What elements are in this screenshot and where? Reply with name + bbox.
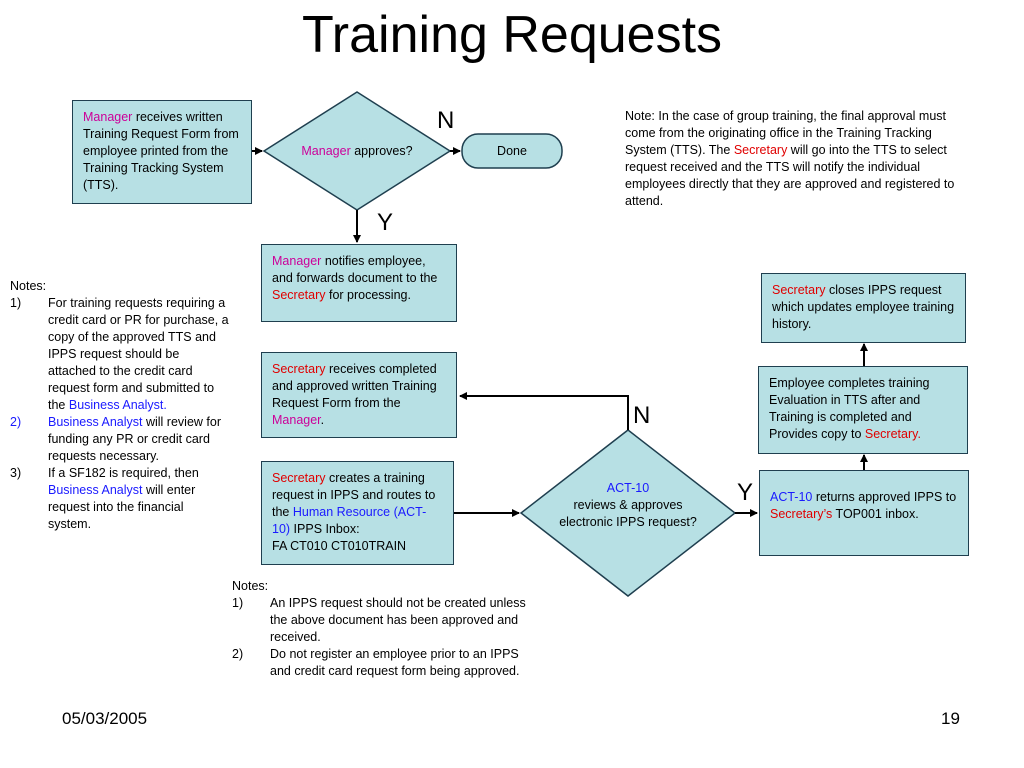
secretary-creates-request-box: Secretary creates a training request in … — [261, 461, 454, 565]
role-manager: Manager — [272, 413, 321, 427]
box3-text-2: . — [320, 413, 325, 427]
role-manager: Manager — [83, 110, 133, 124]
role-secretary: Secretary. — [864, 427, 921, 441]
note-number: 2) — [232, 647, 244, 661]
role-secretary: Secretary — [272, 362, 326, 376]
footer-page-number: 19 — [941, 709, 960, 728]
business-analyst: Business Analyst. — [68, 398, 167, 412]
footer-date: 05/03/2005 — [62, 709, 148, 728]
secretary-closes-box: Secretary closes IPPS request which upda… — [761, 273, 966, 343]
left-notes-heading: Notes: — [10, 279, 47, 293]
human-resource-act10: Human Resource (ACT-10) — [272, 505, 427, 536]
diamond1-text: approves? — [350, 144, 413, 158]
bottom-note-1: 1) An IPPS request should not be created … — [232, 595, 527, 646]
box3-text-1: receives completed and approved written … — [272, 362, 437, 410]
bottom-notes: Notes: 1) An IPPS request should not be c… — [232, 578, 527, 680]
left-note-2: 2) Business Analyst will review for fundi… — [10, 414, 230, 465]
note-number: 2) — [10, 415, 22, 429]
manager-receives-box: Manager receives written Training Reques… — [72, 100, 252, 204]
note-number: 1) — [232, 596, 244, 610]
box4-text-2: IPPS Inbox: — [290, 522, 360, 536]
note-number: 1) — [10, 296, 22, 310]
diamond2-text: reviews & approves electronic IPPS reque… — [559, 498, 697, 529]
note-text: will enter request into the financial sy… — [48, 483, 196, 531]
role-secretary: Secretary’s — [770, 507, 833, 521]
role-secretary: Secretary — [272, 471, 326, 485]
role-secretary: Secretary — [272, 288, 326, 302]
arrow-diamond2-no-to-box3 — [459, 392, 629, 430]
business-analyst: Business Analyst — [48, 415, 143, 429]
done-terminal — [461, 133, 563, 169]
yes-label-1: Y — [377, 209, 394, 236]
page-title: Training Requests — [301, 6, 723, 64]
role-secretary: Secretary — [772, 283, 826, 297]
role-manager: Manager — [301, 144, 351, 158]
note-text: If a SF182 is required, then — [48, 466, 199, 480]
left-note-1: 1) For training requests requiring a cred… — [10, 295, 230, 414]
act10-returns-box: ACT-10 returns approved IPPS to Secretar… — [759, 470, 969, 556]
manager-notifies-box: Manager notifies employee, and forwards … — [261, 244, 457, 322]
no-label-1: N — [437, 107, 455, 134]
box2-text-1: notifies employee, and forwards document… — [272, 254, 438, 285]
note-text-1: Note: In the case of group training, the… — [625, 109, 947, 157]
box4-text-1: creates a training request in IPPS and r… — [272, 471, 436, 519]
note-text: An IPPS request should not be created un… — [270, 596, 526, 644]
yes-label-2: Y — [737, 479, 754, 506]
secretary-receives-box: Secretary receives completed and approve… — [261, 352, 457, 438]
act10-label: ACT-10 — [770, 490, 813, 504]
box6-text: Employee completes training Evaluation i… — [769, 376, 930, 441]
diamond2-label: ACT-10 reviews & approves electronic IPPS… — [558, 480, 698, 531]
note-text: Do not register an employee prior to an … — [270, 647, 520, 678]
group-training-note: Note: In the case of group training, the… — [625, 108, 965, 210]
box2-text-2: for processing. — [325, 288, 411, 302]
note-number: 3) — [10, 466, 22, 480]
box5-text-1: returns approved IPPS to — [812, 490, 957, 504]
done-label: Done — [497, 144, 527, 158]
diamond1-label: Manager approves? — [280, 143, 434, 160]
box5-text-2: TOP001 inbox. — [832, 507, 919, 521]
act10-label: ACT-10 — [606, 481, 650, 495]
role-secretary: Secretary — [733, 143, 788, 157]
note-text-2: will go into the TTS to select request r… — [625, 143, 955, 208]
box4-inbox-codes: FA CT010 CT010TRAIN — [272, 539, 407, 553]
decision-diamond-act10 — [519, 429, 737, 597]
bottom-notes-heading: Notes: — [232, 579, 269, 593]
bottom-note-2: 2) Do not register an employee prior to a… — [232, 646, 527, 680]
employee-evaluation-box: Employee completes training Evaluation i… — [758, 366, 968, 454]
role-manager: Manager — [272, 254, 322, 268]
note-text: will review for funding any PR or credit… — [48, 415, 221, 463]
no-label-2: N — [633, 402, 651, 429]
left-note-3: 3) If a SF182 is required, then Business … — [10, 465, 230, 533]
box7-text: closes IPPS request which updates employ… — [772, 283, 955, 331]
box1-text: receives written Training Request Form f… — [83, 110, 239, 192]
business-analyst: Business Analyst — [48, 483, 143, 497]
note-text: For training requests requiring a credit… — [48, 296, 229, 412]
left-notes: Notes: 1) For training requests requiring… — [10, 278, 230, 533]
